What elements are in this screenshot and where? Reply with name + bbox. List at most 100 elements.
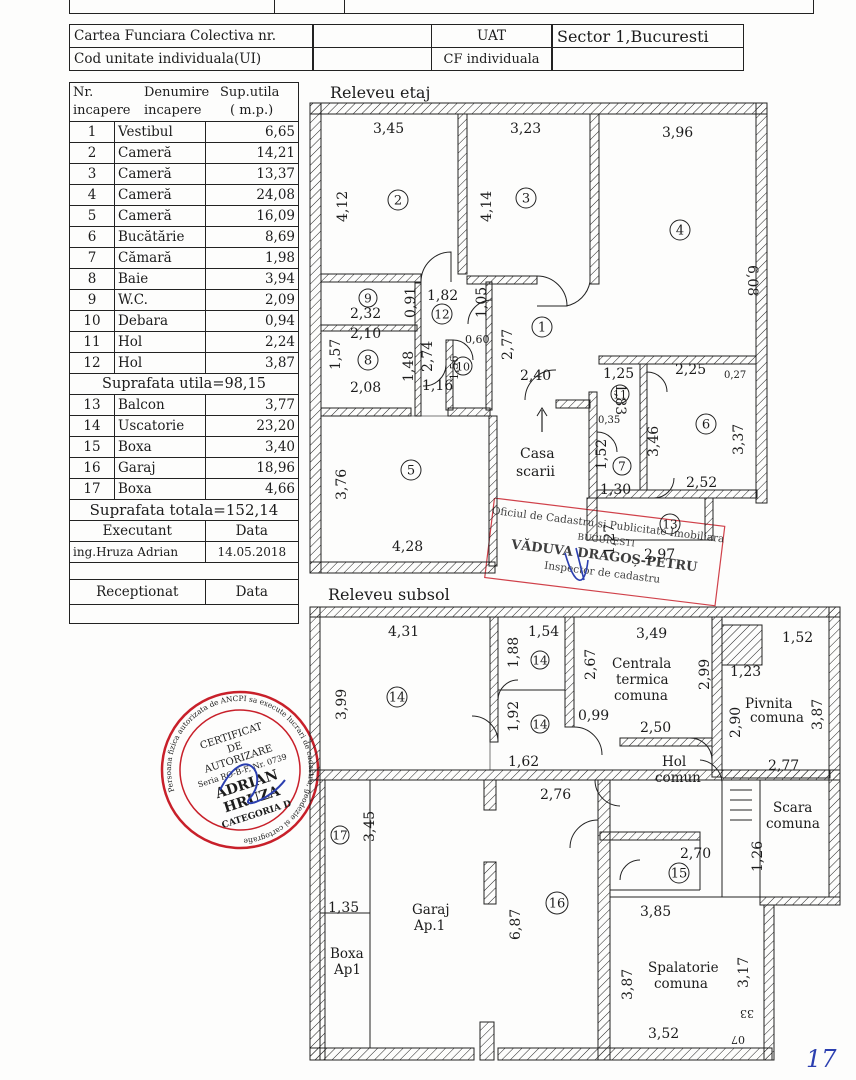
room-number: 6 xyxy=(702,418,710,433)
room-name: Bucătărie xyxy=(114,226,206,248)
svg-text:1,83: 1,83 xyxy=(612,384,628,415)
col-nr: Nr. xyxy=(73,85,94,100)
svg-text:3,99: 3,99 xyxy=(334,689,350,720)
svg-text:1,57: 1,57 xyxy=(328,339,344,370)
room-number-circle xyxy=(357,349,379,371)
room-nr: 17 xyxy=(69,478,115,500)
svg-text:4,12: 4,12 xyxy=(335,191,351,222)
data-label: Data xyxy=(204,520,300,542)
svg-text:1,26: 1,26 xyxy=(750,841,766,872)
room-name: Hol xyxy=(114,352,206,374)
room-name: Uscatorie xyxy=(114,415,206,437)
room-nr: 3 xyxy=(69,163,115,185)
svg-text:termica: termica xyxy=(616,672,669,688)
room-number-circle xyxy=(387,189,409,211)
room-number: 16 xyxy=(549,897,566,912)
room-area: 3,94 xyxy=(204,268,300,290)
suprafata-utila: Suprafata utila=98,15 xyxy=(69,373,299,395)
etaj-labels: Casa scarii xyxy=(516,446,556,480)
svg-text:1,30: 1,30 xyxy=(600,482,631,498)
casa-label: Casa xyxy=(520,446,555,462)
svg-text:3,17: 3,17 xyxy=(736,957,752,988)
room-nr: 8 xyxy=(69,268,115,290)
cf-individuala-label: CF individuala xyxy=(431,47,552,71)
svg-text:Boxa: Boxa xyxy=(330,946,364,962)
room-number: 13 xyxy=(662,518,677,532)
cf-colectiva-label: Cartea Funciara Colectiva nr. xyxy=(69,24,314,48)
header-table-mid: UAT CF individuala xyxy=(312,24,552,71)
svg-text:3,45: 3,45 xyxy=(362,811,378,842)
room-area: 0,94 xyxy=(204,310,300,332)
svg-text:comuna: comuna xyxy=(750,710,804,726)
room-area: 3,77 xyxy=(204,394,300,416)
svg-text:2,50: 2,50 xyxy=(640,720,671,736)
svg-text:3,52: 3,52 xyxy=(648,1026,679,1042)
svg-text:0,60: 0,60 xyxy=(465,333,490,346)
inspector-stamp: Oficiul de Cadastru si Publicitate Imobi… xyxy=(484,498,726,607)
room-number: 7 xyxy=(618,460,626,474)
room-name: Vestibul xyxy=(114,121,206,143)
svg-text:Ap1: Ap1 xyxy=(333,962,361,978)
signature-mark xyxy=(219,763,286,805)
uat-label: UAT xyxy=(431,24,552,48)
svg-text:2,10: 2,10 xyxy=(350,326,381,342)
col-area: Sup.utila xyxy=(220,85,280,100)
room-nr: 7 xyxy=(69,247,115,269)
room-name: Baie xyxy=(114,268,206,290)
room-area: 6,65 xyxy=(204,121,300,143)
svg-text:1,16: 1,16 xyxy=(422,378,453,394)
svg-text:3,76: 3,76 xyxy=(334,469,350,500)
col-name: Denumire xyxy=(144,85,210,100)
room-nr: 13 xyxy=(69,394,115,416)
room-area: 13,37 xyxy=(204,163,300,185)
data-label-2: Data xyxy=(204,579,300,605)
uat-value: Sector 1,Bucuresti xyxy=(552,24,744,48)
svg-text:4,28: 4,28 xyxy=(392,539,423,555)
suprafata-totala: Suprafata totala=152,14 xyxy=(69,499,299,521)
room-nr: 10 xyxy=(69,310,115,332)
room-nr: 2 xyxy=(69,142,115,164)
subsol-labels: Centrala termica comuna Pivnita comuna H… xyxy=(330,656,820,992)
room-number-circle xyxy=(659,513,681,535)
room-number-circle xyxy=(610,384,630,404)
authorization-stamp: Persoana fizica autorizata de ANCPI sa e… xyxy=(150,680,330,860)
svg-text:4,31: 4,31 xyxy=(388,624,419,640)
room-name: W.C. xyxy=(114,289,206,311)
svg-text:1,52: 1,52 xyxy=(782,630,813,646)
svg-text:1,82: 1,82 xyxy=(427,288,458,304)
top-strip xyxy=(69,0,814,14)
room-number: 15 xyxy=(671,867,688,882)
svg-text:2,52: 2,52 xyxy=(686,475,717,491)
room-area: 16,09 xyxy=(204,205,300,227)
room-number-circle xyxy=(358,288,378,308)
svg-text:3,23: 3,23 xyxy=(510,121,541,137)
room-number-circle xyxy=(330,825,350,845)
svg-text:Spalatorie: Spalatorie xyxy=(648,960,719,976)
col-area2: ( m.p.) xyxy=(230,103,274,118)
svg-text:1,88: 1,88 xyxy=(506,637,522,668)
svg-text:1,62: 1,62 xyxy=(508,754,539,770)
svg-text:4,14: 4,14 xyxy=(479,191,495,222)
executant-date: 14.05.2018 xyxy=(204,541,300,563)
room-nr: 11 xyxy=(69,331,115,353)
room-area: 24,08 xyxy=(204,184,300,206)
room-name: Garaj xyxy=(114,457,206,479)
svg-text:2,74: 2,74 xyxy=(420,341,436,372)
svg-text:07: 07 xyxy=(731,1033,745,1046)
etaj-dimensions: 3,45 3,23 3,96 4,12 4,14 6,08 1,82 1,05 … xyxy=(328,121,760,563)
svg-text:2,77: 2,77 xyxy=(500,329,516,360)
rooms-table: Nr. incapere Denumire incapere Sup.utila… xyxy=(69,82,300,624)
